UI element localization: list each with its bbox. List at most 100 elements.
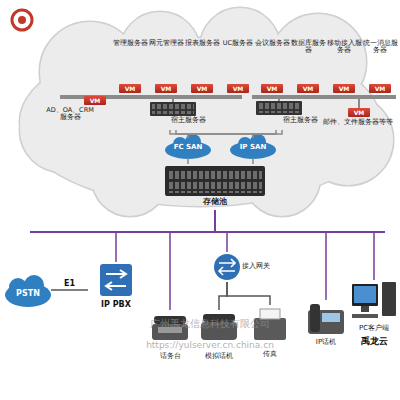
host-drives	[258, 103, 300, 113]
pc-tower	[382, 282, 396, 316]
pbx-device: IP PBX	[88, 262, 144, 320]
host-rack	[256, 101, 302, 115]
pbx-arrows	[106, 270, 126, 290]
connector-line	[215, 210, 326, 300]
pstn-cloud	[5, 275, 51, 307]
node-label: AD、OA、CRM服务器	[44, 107, 96, 122]
vm-box: VM	[84, 96, 106, 105]
node-label: 禹龙云	[348, 336, 400, 346]
node-label: 网元管理器	[148, 40, 184, 47]
host-stem	[278, 99, 280, 101]
connector-line	[215, 210, 374, 280]
connector-line	[187, 158, 189, 164]
storage-pool: 存储池	[150, 164, 280, 210]
pc-screen	[354, 286, 376, 303]
vm-box: VM	[297, 84, 319, 93]
connector-line	[170, 210, 215, 310]
node-label: 模拟话机	[195, 352, 243, 360]
node-label: PSTN	[5, 289, 51, 298]
node-label: IP话机	[302, 338, 350, 346]
node-label: UC服务器	[220, 40, 256, 47]
vm-label: VM	[84, 96, 106, 105]
node-label: 宿主服务器	[162, 117, 214, 124]
vm-box: VM	[261, 84, 283, 93]
node-label: IP PBX	[88, 300, 144, 309]
host-rack	[150, 102, 196, 116]
node-label: IP SAN	[230, 143, 276, 151]
server-group: 管理服务器VM	[112, 40, 148, 94]
host-drives	[152, 104, 194, 114]
vm-box: VM	[191, 84, 213, 93]
watermark-text: 广州禹龙信息科技有限公司	[95, 318, 325, 330]
pbx-icon	[100, 264, 132, 296]
server-group: AD、OA、CRM服务器 VM	[44, 96, 108, 130]
san-cloud: FC SAN	[165, 138, 211, 158]
server-group: 会议服务器 VM	[254, 40, 290, 94]
server-group: 邮件、文件服务器等等 VM	[322, 108, 396, 142]
node-label: 存储池	[150, 198, 280, 207]
vm-label: VM	[369, 84, 391, 93]
pc-stand	[361, 306, 369, 312]
ip-phone-handset	[310, 304, 320, 332]
san-cloud: IP SAN	[230, 138, 276, 158]
terminal-device: 话务台	[148, 310, 192, 362]
pc-keyboard	[352, 314, 378, 318]
node-label: 邮件、文件服务器等等	[322, 119, 394, 126]
vm-label: VM	[119, 84, 141, 93]
pstn-cloud: PSTN	[5, 275, 51, 309]
node-label: 数据库服务器	[290, 40, 326, 55]
vm-box: VM	[155, 84, 177, 93]
storage-drives	[168, 169, 262, 180]
node-label: 接入网关	[242, 262, 294, 270]
vm-label: VM	[297, 84, 319, 93]
cloud-fill	[20, 8, 393, 216]
vm-label: VM	[155, 84, 177, 93]
vm-label: VM	[333, 84, 355, 93]
fax-paper	[260, 309, 280, 319]
terminal-device: PC客户端禹龙云	[348, 280, 400, 364]
vm-stem	[358, 99, 360, 108]
connector-line	[116, 210, 215, 262]
watermark-text: https://yulserver.cn.china.cn	[95, 340, 325, 350]
gateway-arrows	[219, 259, 235, 275]
vm-label: VM	[191, 84, 213, 93]
server-group: 移动接入服务器VM	[326, 40, 362, 94]
connector-line	[215, 210, 227, 252]
terminal-device: 模拟话机	[195, 310, 243, 362]
gateway-icon	[214, 254, 240, 280]
vm-box: VM	[227, 84, 249, 93]
host-server: 宿主服务器	[140, 100, 214, 130]
node-label: 统一消息服务器	[362, 40, 398, 55]
vm-label: VM	[348, 108, 370, 117]
edge-label: E1	[55, 279, 85, 288]
vm-box: VM	[369, 84, 391, 93]
cloud-outline	[20, 8, 393, 216]
connector-line	[227, 282, 270, 305]
node-label: 宿主服务器	[274, 117, 326, 124]
ip-phone-screen	[322, 313, 340, 322]
host-stem	[172, 99, 174, 102]
node-label: FC SAN	[165, 143, 211, 151]
connector-line	[51, 289, 88, 291]
host-server: 宿主服务器	[252, 100, 326, 130]
node-label: 报表服务器	[184, 40, 220, 47]
server-group: 数据库服务器 VM	[290, 40, 326, 94]
server-group: 报表服务器 VM	[184, 40, 220, 94]
node-label: 会议服务器	[254, 40, 290, 47]
vm-label: VM	[227, 84, 249, 93]
vm-box: VM	[119, 84, 141, 93]
connector-line	[253, 130, 282, 138]
logo-mark	[12, 10, 32, 30]
node-label: 话务台	[148, 352, 192, 360]
node-label: 传真	[250, 350, 290, 358]
terminal-device: 传真	[250, 305, 290, 360]
vm-label: VM	[261, 84, 283, 93]
storage-rack	[165, 166, 265, 196]
node-label: PC客户端	[348, 324, 400, 332]
connector-line	[219, 282, 227, 310]
server-group: UC服务器 VM	[220, 40, 256, 94]
vm-box: VM	[333, 84, 355, 93]
host-bar	[252, 95, 396, 99]
logo-dot	[18, 16, 26, 24]
